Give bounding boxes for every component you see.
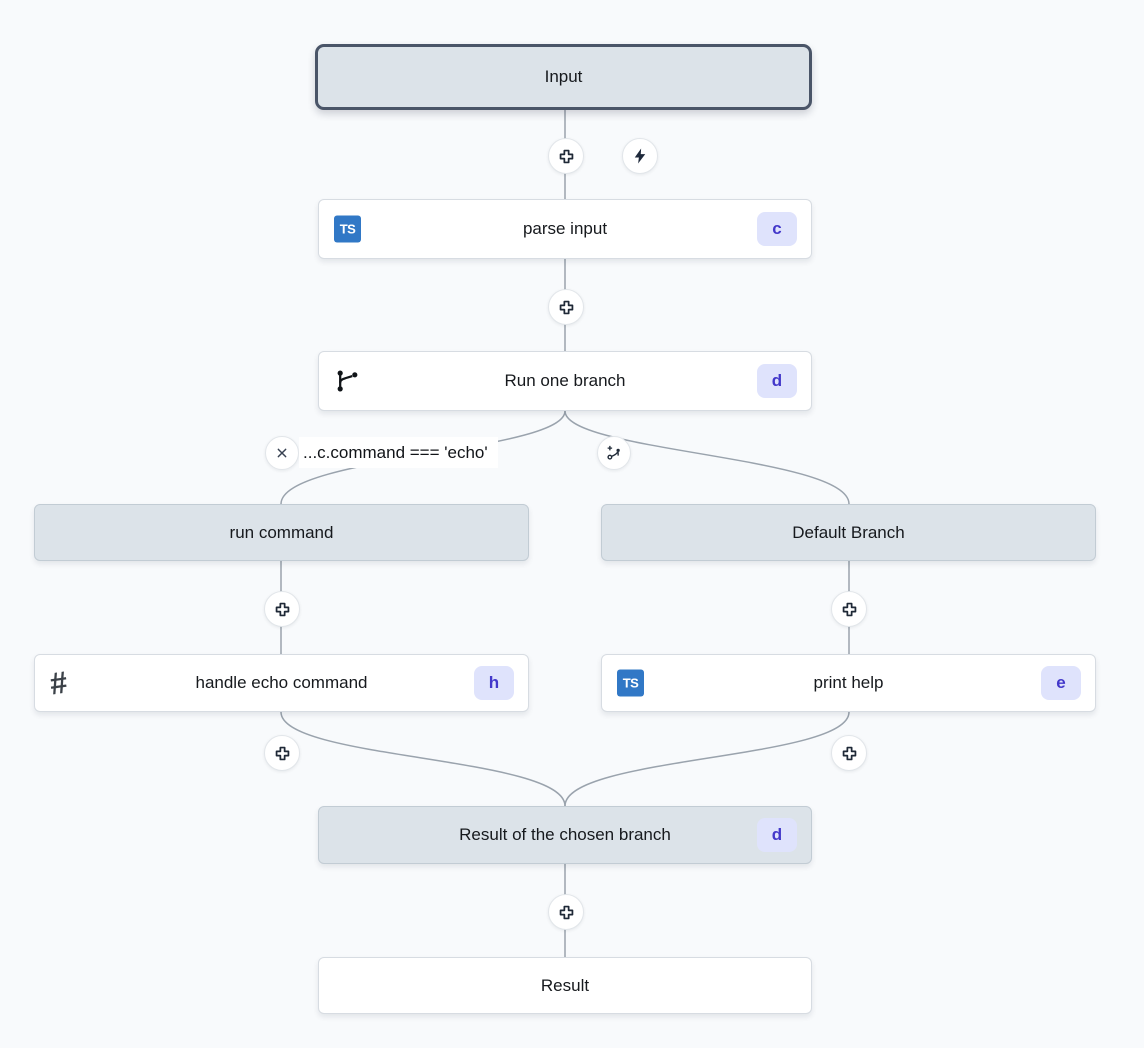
- bash-hash-icon: #: [47, 664, 70, 702]
- add-step-button[interactable]: [831, 591, 867, 627]
- plus-icon: [275, 602, 289, 616]
- plus-icon: [559, 149, 573, 163]
- add-step-button[interactable]: [831, 735, 867, 771]
- node-id-badge: c: [757, 212, 797, 246]
- node-input-label: Input: [544, 67, 583, 86]
- node-handle-echo-command-label: handle echo command: [195, 673, 368, 692]
- typescript-icon-label: TS: [339, 221, 356, 237]
- typescript-icon-label: TS: [622, 675, 639, 691]
- node-result-label: Result: [540, 975, 590, 995]
- trigger-button[interactable]: [622, 138, 658, 174]
- add-step-button[interactable]: [264, 735, 300, 771]
- node-run-command-label: run command: [229, 522, 334, 542]
- edge-printhelp-merge: [564, 711, 850, 807]
- add-step-button[interactable]: [548, 138, 584, 174]
- branch-condition-label[interactable]: ...c.command === 'echo': [299, 437, 498, 468]
- node-run-one-branch-label: Run one branch: [504, 371, 626, 390]
- x-icon: [277, 448, 287, 458]
- plus-icon: [559, 300, 573, 314]
- remove-condition-button[interactable]: [265, 436, 299, 470]
- node-handle-echo-command[interactable]: # handle echo command h: [34, 654, 529, 712]
- add-step-button[interactable]: [548, 289, 584, 325]
- plus-icon: [559, 905, 573, 919]
- add-branch-button[interactable]: [597, 436, 631, 470]
- node-default-branch[interactable]: Default Branch: [601, 504, 1096, 561]
- node-run-one-branch[interactable]: Run one branch d: [318, 351, 812, 411]
- node-id-badge: d: [757, 364, 797, 398]
- plus-icon: [842, 602, 856, 616]
- node-id-badge: e: [1041, 666, 1081, 700]
- edge-branch-right: [564, 410, 850, 505]
- node-branch-result-label: Result of the chosen branch: [459, 825, 671, 844]
- branch-plus-icon: [607, 445, 620, 460]
- node-parse-input[interactable]: TS parse input c: [318, 199, 812, 259]
- node-result[interactable]: Result: [318, 957, 812, 1014]
- add-step-button[interactable]: [548, 894, 584, 930]
- lightning-icon: [634, 148, 646, 164]
- edge-echo-merge: [280, 711, 566, 807]
- node-print-help[interactable]: TS print help e: [601, 654, 1096, 712]
- plus-icon: [842, 746, 856, 760]
- plus-icon: [275, 746, 289, 760]
- node-default-branch-label: Default Branch: [792, 522, 905, 542]
- node-parse-input-label: parse input: [522, 219, 608, 238]
- git-branch-icon: [334, 368, 361, 395]
- node-branch-result[interactable]: Result of the chosen branch d: [318, 806, 812, 864]
- node-print-help-label: print help: [813, 673, 884, 692]
- node-id-badge: d: [757, 818, 797, 852]
- add-step-button[interactable]: [264, 591, 300, 627]
- node-id-badge: h: [474, 666, 514, 700]
- node-run-command[interactable]: run command: [34, 504, 529, 561]
- node-input[interactable]: Input: [315, 44, 812, 110]
- typescript-icon: TS: [617, 669, 644, 697]
- typescript-icon: TS: [334, 215, 361, 243]
